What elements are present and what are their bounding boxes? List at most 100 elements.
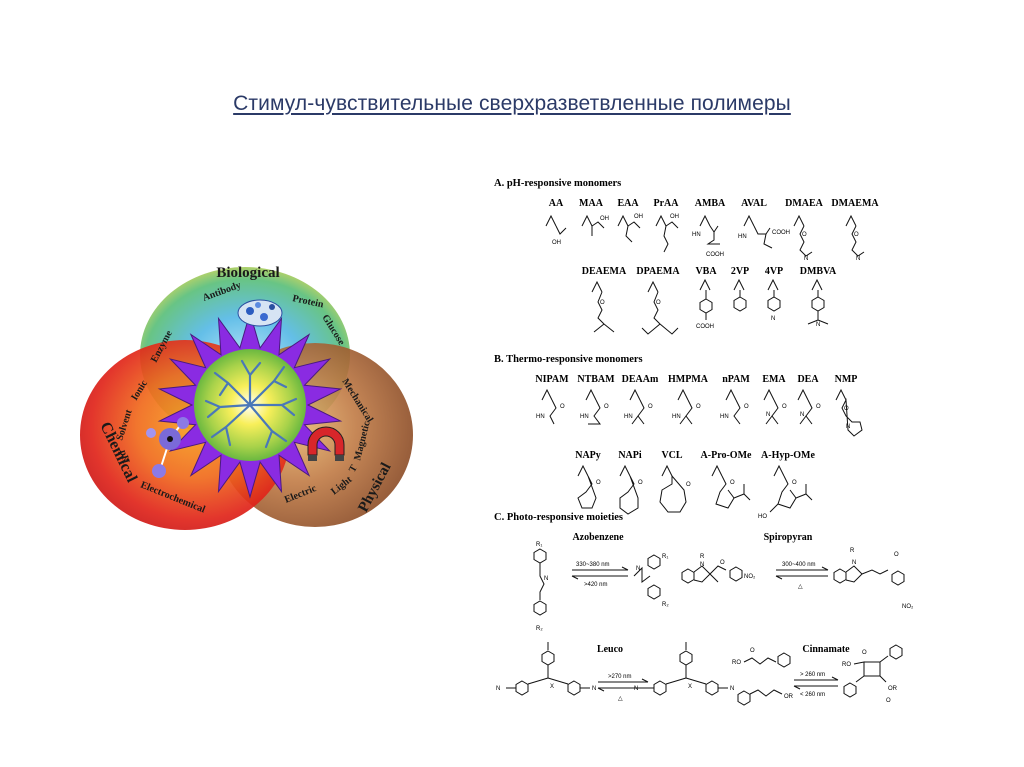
svg-text:>270 nm: >270 nm [608, 674, 632, 680]
svg-text:RO: RO [732, 660, 741, 666]
svg-text:N: N [766, 412, 770, 418]
svg-text:O: O [894, 552, 899, 558]
leuco-reaction: Leuco X N N >270 nm △ X N N [496, 642, 734, 702]
monomer-deaema: DEAEMA [582, 266, 627, 277]
section-a-row2-labels: DEAEMA DPAEMA VBA 2VP 4VP DMBVA [582, 266, 837, 277]
monomer-a-pro-ome: A-Pro-OMe [701, 450, 752, 461]
svg-text:O: O [656, 300, 661, 306]
svg-text:N: N [846, 424, 850, 430]
cinnamate-label: Cinnamate [802, 644, 850, 655]
svg-text:N: N [816, 322, 820, 328]
section-b-row2-structures: O O O O OHO [577, 465, 813, 520]
leuco-label: Leuco [597, 644, 623, 655]
svg-text:HN: HN [624, 414, 633, 420]
svg-text:O: O [696, 404, 701, 410]
svg-text:N: N [634, 686, 638, 692]
svg-text:N: N [700, 562, 704, 568]
monomer-maa: MAA [579, 198, 604, 209]
svg-text:N: N [496, 686, 500, 692]
section-a-row1-structures: OH OH OH OH HN COOH HN COOH O N O N [545, 214, 865, 262]
monomer-ema: EMA [762, 374, 786, 385]
svg-text:O: O [604, 404, 609, 410]
biological-label: Biological [216, 265, 279, 281]
svg-text:300~400 nm: 300~400 nm [782, 562, 816, 568]
svg-text:>420 nm: >420 nm [584, 582, 608, 588]
svg-text:HN: HN [738, 234, 747, 240]
svg-text:O: O [648, 404, 653, 410]
monomer-scheme: A. pH-responsive monomers AA MAA EAA PrA… [494, 178, 914, 706]
monomer-praa: PrAA [654, 198, 680, 209]
monomer-a-hyp-ome: A-Hyp-OMe [761, 450, 815, 461]
monomer-vba: VBA [695, 266, 717, 277]
svg-text:HN: HN [536, 414, 545, 420]
slide-title: Стимул-чувствительные сверхразветвленные… [233, 92, 791, 115]
svg-text:HO: HO [758, 514, 767, 520]
monomer-dmaema: DMAEMA [831, 198, 879, 209]
monomer-hmpma: HMPMA [668, 374, 709, 385]
svg-text:330~380 nm: 330~380 nm [576, 562, 610, 568]
monomer-napi: NAPi [618, 450, 642, 461]
svg-text:< 260 nm: < 260 nm [800, 692, 825, 698]
svg-text:COOH: COOH [696, 324, 714, 330]
monomer-2vp: 2VP [731, 266, 749, 277]
protein-icon [237, 299, 283, 327]
svg-text:OH: OH [634, 214, 643, 220]
svg-text:R: R [850, 548, 855, 554]
svg-text:X: X [550, 684, 554, 690]
svg-text:O: O [744, 404, 749, 410]
svg-text:O: O [854, 232, 859, 238]
monomer-deaam: DEAAm [622, 374, 659, 385]
svg-text:O: O [560, 404, 565, 410]
svg-text:O: O [638, 480, 643, 486]
svg-text:OR: OR [888, 686, 898, 692]
monomer-dpaema: DPAEMA [636, 266, 680, 277]
svg-text:R: R [700, 554, 705, 560]
monomer-npam: nPAM [722, 374, 750, 385]
section-b-row1-labels: NIPAM NTBAM DEAAm HMPMA nPAM EMA DEA NMP [535, 374, 857, 385]
svg-text:RO: RO [842, 662, 851, 668]
section-c-title: C. Photo-responsive moieties [494, 512, 623, 523]
section-a-row2-structures: O O COOH N N [591, 279, 829, 335]
svg-text:O: O [686, 482, 691, 488]
svg-text:N: N [730, 686, 734, 692]
monomer-aa: AA [549, 198, 564, 209]
magnet-icon [307, 426, 345, 461]
svg-text:COOH: COOH [772, 230, 790, 236]
svg-text:NO₂: NO₂ [902, 604, 914, 610]
molecule-icon [146, 417, 189, 478]
svg-text:O: O [886, 698, 891, 704]
svg-text:OH: OH [670, 214, 679, 220]
svg-text:R₁: R₁ [662, 554, 668, 560]
section-b-row1-structures: HNO HNO HNO HNO HNO NO NO ON [536, 389, 863, 437]
section-a-title: A. pH-responsive monomers [494, 178, 621, 189]
svg-text:HN: HN [720, 414, 729, 420]
svg-text:R₂: R₂ [662, 602, 669, 608]
svg-text:> 260 nm: > 260 nm [800, 672, 825, 678]
svg-text:COOH: COOH [706, 252, 724, 258]
svg-text:OH: OH [552, 240, 561, 246]
svg-text:△: △ [618, 696, 623, 702]
stimulus-ph: pH [117, 449, 131, 465]
monomer-dmaea: DMAEA [785, 198, 824, 209]
svg-text:OH: OH [600, 216, 609, 222]
svg-text:N: N [856, 256, 860, 262]
spiropyran-reaction: Spiropyran R N O NO₂ 300~400 nm △ R N O … [681, 532, 914, 610]
svg-text:X: X [688, 684, 692, 690]
svg-text:O: O [730, 480, 735, 486]
monomer-4vp: 4VP [765, 266, 783, 277]
azobenzene-label: Azobenzene [572, 532, 624, 543]
svg-text:N: N [544, 576, 548, 582]
svg-text:N: N [771, 316, 775, 322]
stimulus-t: T [347, 463, 360, 475]
svg-text:HN: HN [672, 414, 681, 420]
svg-text:R₁: R₁ [536, 542, 542, 548]
svg-text:O: O [782, 404, 787, 410]
svg-text:N: N [636, 566, 640, 572]
section-a-row1-labels: AA MAA EAA PrAA AMBA AVAL DMAEA DMAEMA [549, 198, 880, 209]
svg-text:O: O [720, 560, 725, 566]
svg-text:O: O [844, 406, 849, 412]
dendrimer-branches [204, 359, 298, 449]
azobenzene-reaction: Azobenzene R₁ N R₂ 330~380 nm >420 nm N … [533, 532, 669, 632]
svg-text:NO₂: NO₂ [744, 574, 756, 580]
monomer-ntbam: NTBAM [577, 374, 615, 385]
